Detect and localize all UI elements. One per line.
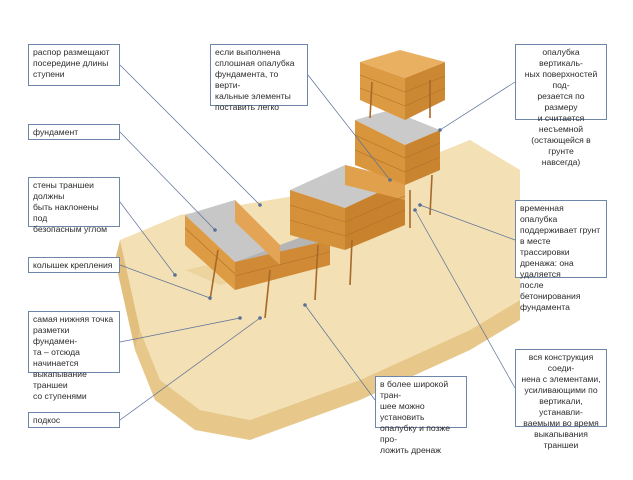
callout-stake-text: колышек крепления [33, 260, 113, 270]
callout-spacer-text: распор размещают посередине длины ступен… [33, 47, 110, 79]
callout-brace: подкос [28, 412, 120, 428]
callout-wider-trench-text: в более широкой тран- шее можно установи… [380, 379, 451, 455]
callout-lowest-point: самая нижняя точка разметки фундамен- та… [28, 311, 120, 401]
callout-temporary-formwork-text: временная опалубка поддерживает грунт в … [520, 203, 601, 312]
callout-foundation: фундамент [28, 124, 120, 140]
callout-lowest-point-text: самая нижняя точка разметки фундамен- та… [33, 314, 114, 401]
callout-foundation-text: фундамент [33, 127, 79, 137]
callout-wider-trench: в более широкой тран- шее можно установи… [375, 376, 467, 455]
callout-brace-text: подкос [33, 415, 61, 425]
callout-temporary-formwork: временная опалубка поддерживает грунт в … [515, 200, 607, 312]
leader-dots [173, 128, 442, 320]
formwork-boards [184, 50, 446, 319]
callout-solid-formwork: если выполнена сплошная опалубка фундаме… [210, 44, 308, 112]
callout-vertical-formwork-text: опалубка вертикаль- ных поверхностей под… [524, 47, 598, 167]
callout-solid-formwork-text: если выполнена сплошная опалубка фундаме… [215, 47, 295, 112]
callout-trench-walls-text: стены траншеи должны быть наклонены под … [33, 180, 108, 234]
callout-vertical-formwork: опалубка вертикаль- ных поверхностей под… [515, 44, 607, 167]
callout-whole-structure: вся конструкция соеди- нена с элементами… [515, 349, 607, 450]
callout-stake: колышек крепления [28, 257, 120, 273]
leader-lines [119, 64, 516, 421]
callout-whole-structure-text: вся конструкция соеди- нена с элементами… [521, 352, 601, 450]
callout-trench-walls: стены траншеи должны быть наклонены под … [28, 177, 120, 234]
callout-spacer: распор размещают посередине длины ступен… [28, 44, 120, 86]
